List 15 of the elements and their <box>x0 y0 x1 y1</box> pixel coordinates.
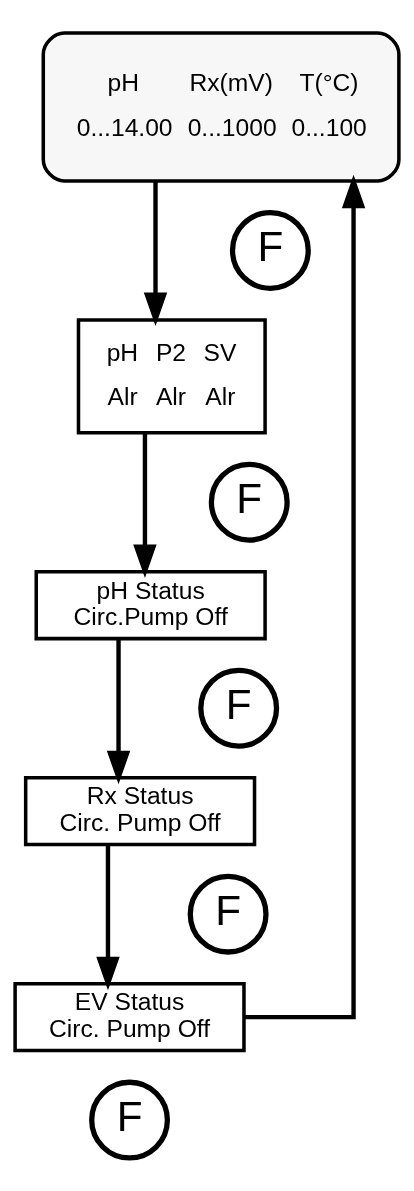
node-circle: F <box>198 667 280 749</box>
arrow <box>143 181 168 326</box>
arrow <box>244 174 366 1020</box>
node-box: pH P2 SV Alr Alr Alr <box>76 318 267 435</box>
node-circle: F <box>229 209 311 291</box>
node-box: pH Rx(mV) T(°C) 0...14.00 0...1000 0...100 <box>41 31 401 183</box>
node-box: EV Status Circ. Pump Off <box>13 981 246 1053</box>
node-circle: F <box>89 1079 171 1161</box>
arrow <box>96 844 120 991</box>
node-circle: F <box>208 461 290 543</box>
node-box: pH Status Circ.Pump Off <box>34 569 267 641</box>
arrow <box>133 432 157 578</box>
arrow <box>106 638 131 785</box>
node-box: Rx Status Circ. Pump Off <box>23 775 257 847</box>
node-circle: F <box>187 873 269 955</box>
